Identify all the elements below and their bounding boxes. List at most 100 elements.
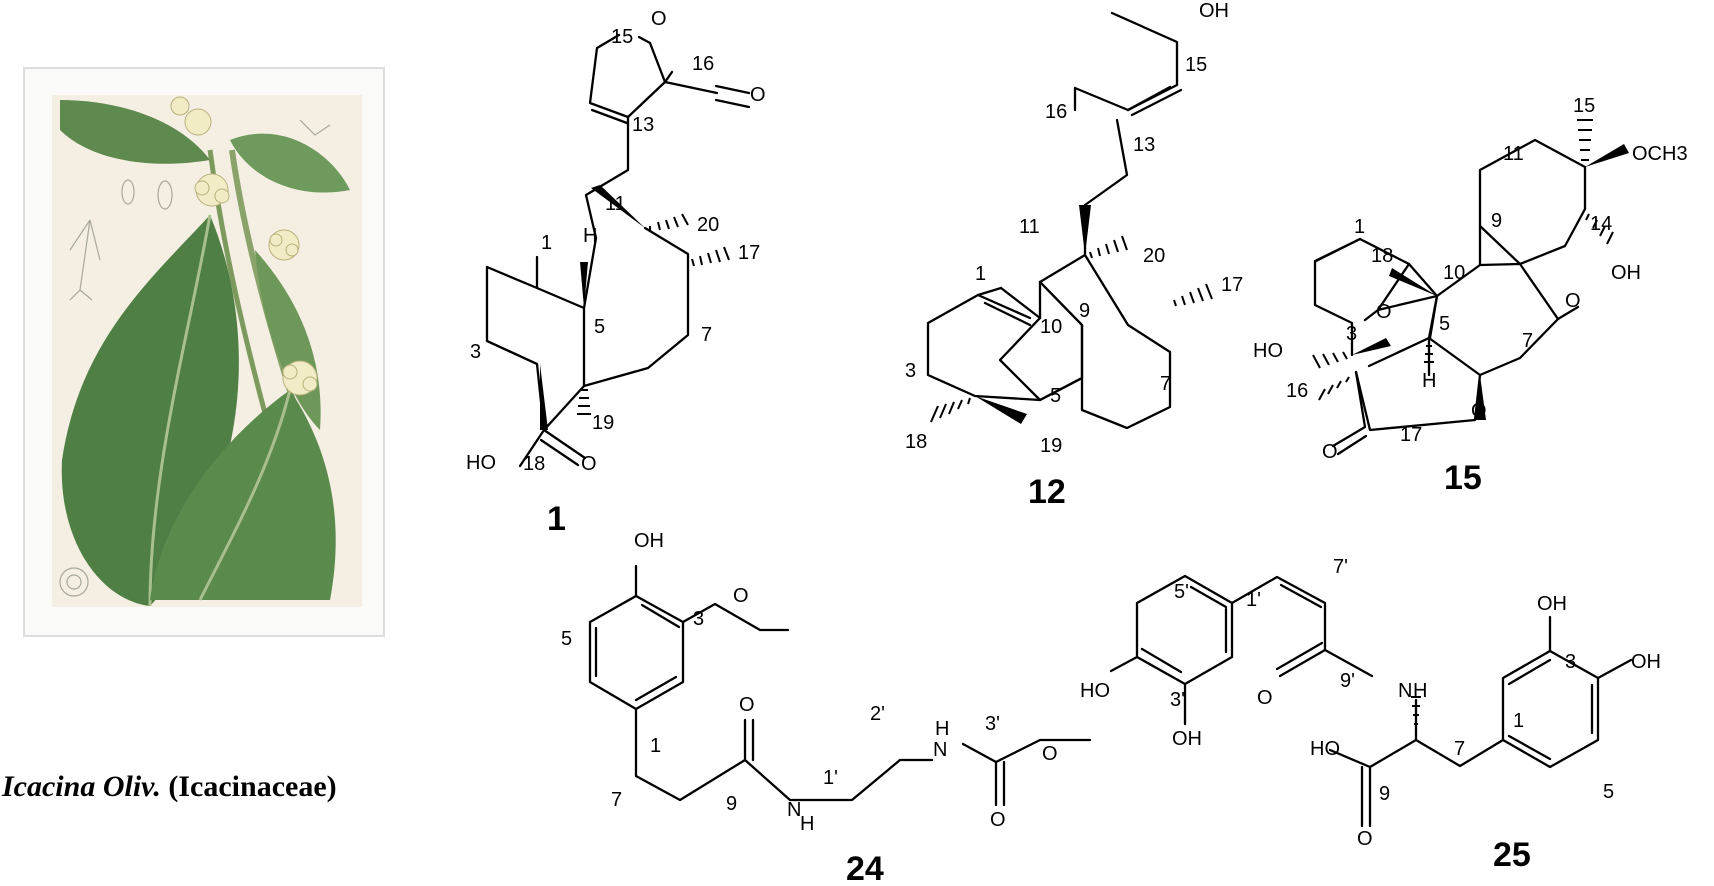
c1-label-20: 20: [697, 214, 719, 236]
c24-label-o-ester: O: [1042, 743, 1058, 765]
c15-label-o-lactone: O: [1471, 400, 1487, 422]
c24-label-o-amide: O: [739, 694, 755, 716]
c12-label-9: 9: [1079, 300, 1090, 322]
c1-label-o-acid: O: [581, 453, 597, 475]
c25-label-ho-acid: HO: [1310, 738, 1340, 760]
compound-1-number: 1: [547, 500, 566, 538]
compound-24-number: 24: [846, 850, 884, 886]
c24-label-h-amide: H: [800, 813, 814, 835]
c12-label-7: 7: [1160, 373, 1171, 395]
genus-name: Icacina Oliv.: [2, 770, 161, 803]
c15-label-h: H: [1422, 370, 1436, 392]
c15-label-o-ether: O: [1376, 301, 1392, 323]
c12-label-1: 1: [975, 263, 986, 285]
c24-label-n-carbamate: N: [933, 739, 947, 761]
c15-label-18: 18: [1371, 245, 1393, 267]
c25-label-7: 7: [1454, 738, 1465, 760]
c12-label-3: 3: [905, 360, 916, 382]
c15-label-oh: OH: [1611, 262, 1641, 284]
c25-label-n: N: [1398, 680, 1412, 702]
c25-label-5p: 5': [1174, 581, 1189, 603]
c15-label-11: 11: [1503, 143, 1524, 165]
c1-label-11: 11: [605, 193, 626, 215]
c24-label-2p: 2': [870, 703, 885, 725]
c15-label-5: 5: [1439, 313, 1450, 335]
c12-label-18: 18: [905, 431, 927, 453]
c24-label-oh: OH: [634, 530, 664, 552]
c25-label-9: 9: [1379, 783, 1390, 805]
c15-label-10: 10: [1443, 262, 1465, 284]
c24-label-3p: 3': [985, 713, 1000, 735]
c15-label-17: 17: [1400, 424, 1422, 446]
c25-label-7p: 7': [1333, 556, 1348, 578]
c25-label-3p: 3': [1170, 689, 1185, 711]
c24-label-5: 5: [561, 628, 572, 650]
c1-label-3: 3: [470, 341, 481, 363]
c15-label-ho: HO: [1253, 340, 1283, 362]
c25-label-o-amide: O: [1257, 687, 1273, 709]
c25-label-1p: 1': [1246, 589, 1261, 611]
c15-label-16: 16: [1286, 380, 1308, 402]
c25-label-9p: 9': [1340, 670, 1355, 692]
compound-12-number: 12: [1028, 473, 1066, 511]
c15-label-och3: OCH3: [1632, 143, 1688, 165]
c25-label-ho: HO: [1080, 680, 1110, 702]
c24-label-o-methoxy: O: [733, 585, 749, 607]
c12-label-20: 20: [1143, 245, 1165, 267]
c24-label-7: 7: [611, 789, 622, 811]
c24-label-3: 3: [693, 608, 704, 630]
c25-label-oh-4: OH: [1631, 651, 1661, 673]
c12-label-13: 13: [1133, 134, 1155, 156]
c1-label-5: 5: [594, 316, 605, 338]
c25-label-h: H: [1413, 680, 1427, 702]
compound-15-number: 15: [1444, 459, 1482, 497]
c15-label-15: 15: [1573, 95, 1595, 117]
c24-label-h-carbamate: H: [935, 718, 949, 740]
c25-label-o-acid: O: [1357, 828, 1373, 850]
compound-25-number: 25: [1493, 836, 1531, 874]
c12-label-16: 16: [1045, 101, 1067, 123]
c1-label-19: 19: [592, 412, 614, 434]
c12-label-oh: OH: [1199, 0, 1229, 22]
c1-label-o-carbonyl: O: [750, 84, 766, 106]
c1-label-17: 17: [738, 242, 760, 264]
c15-label-o-carbonyl: O: [1322, 441, 1338, 463]
c12-label-19: 19: [1040, 435, 1062, 457]
c1-label-18: 18: [523, 453, 545, 475]
c15-label-7: 7: [1522, 330, 1533, 352]
c1-label-7: 7: [701, 324, 712, 346]
c24-label-o-carbonyl: O: [990, 809, 1006, 831]
c1-label-13: 13: [632, 114, 654, 136]
c12-label-10: 10: [1040, 316, 1062, 338]
c1-label-15: 15: [611, 26, 633, 48]
c25-label-oh-3p: OH: [1172, 728, 1202, 750]
c15-label-9: 9: [1491, 210, 1502, 232]
c15-label-14: 14: [1590, 213, 1612, 235]
c12-label-5: 5: [1050, 385, 1061, 407]
c1-label-o-ring: O: [651, 8, 667, 30]
c25-label-3: 3: [1565, 651, 1576, 673]
c12-label-17: 17: [1221, 274, 1243, 296]
c1-label-ho: HO: [466, 452, 496, 474]
c1-label-h: H: [583, 225, 597, 247]
c15-label-1: 1: [1354, 216, 1365, 238]
c15-label-o-epoxide: O: [1565, 290, 1581, 312]
c24-label-1: 1: [650, 735, 661, 757]
c15-label-3: 3: [1346, 323, 1357, 345]
c12-label-11: 11: [1019, 216, 1040, 238]
c25-label-oh-3: OH: [1537, 593, 1567, 615]
c24-label-9: 9: [726, 793, 737, 815]
family-name: (Icacinaceae): [168, 770, 337, 803]
c24-label-1p: 1': [823, 767, 838, 789]
c25-label-5: 5: [1603, 781, 1614, 803]
c12-label-15: 15: [1185, 54, 1207, 76]
figure-caption: Icacina Oliv. (Icacinaceae): [2, 770, 337, 804]
c24-label-n-amide: N: [787, 799, 801, 821]
plant-illustration: [23, 67, 385, 637]
